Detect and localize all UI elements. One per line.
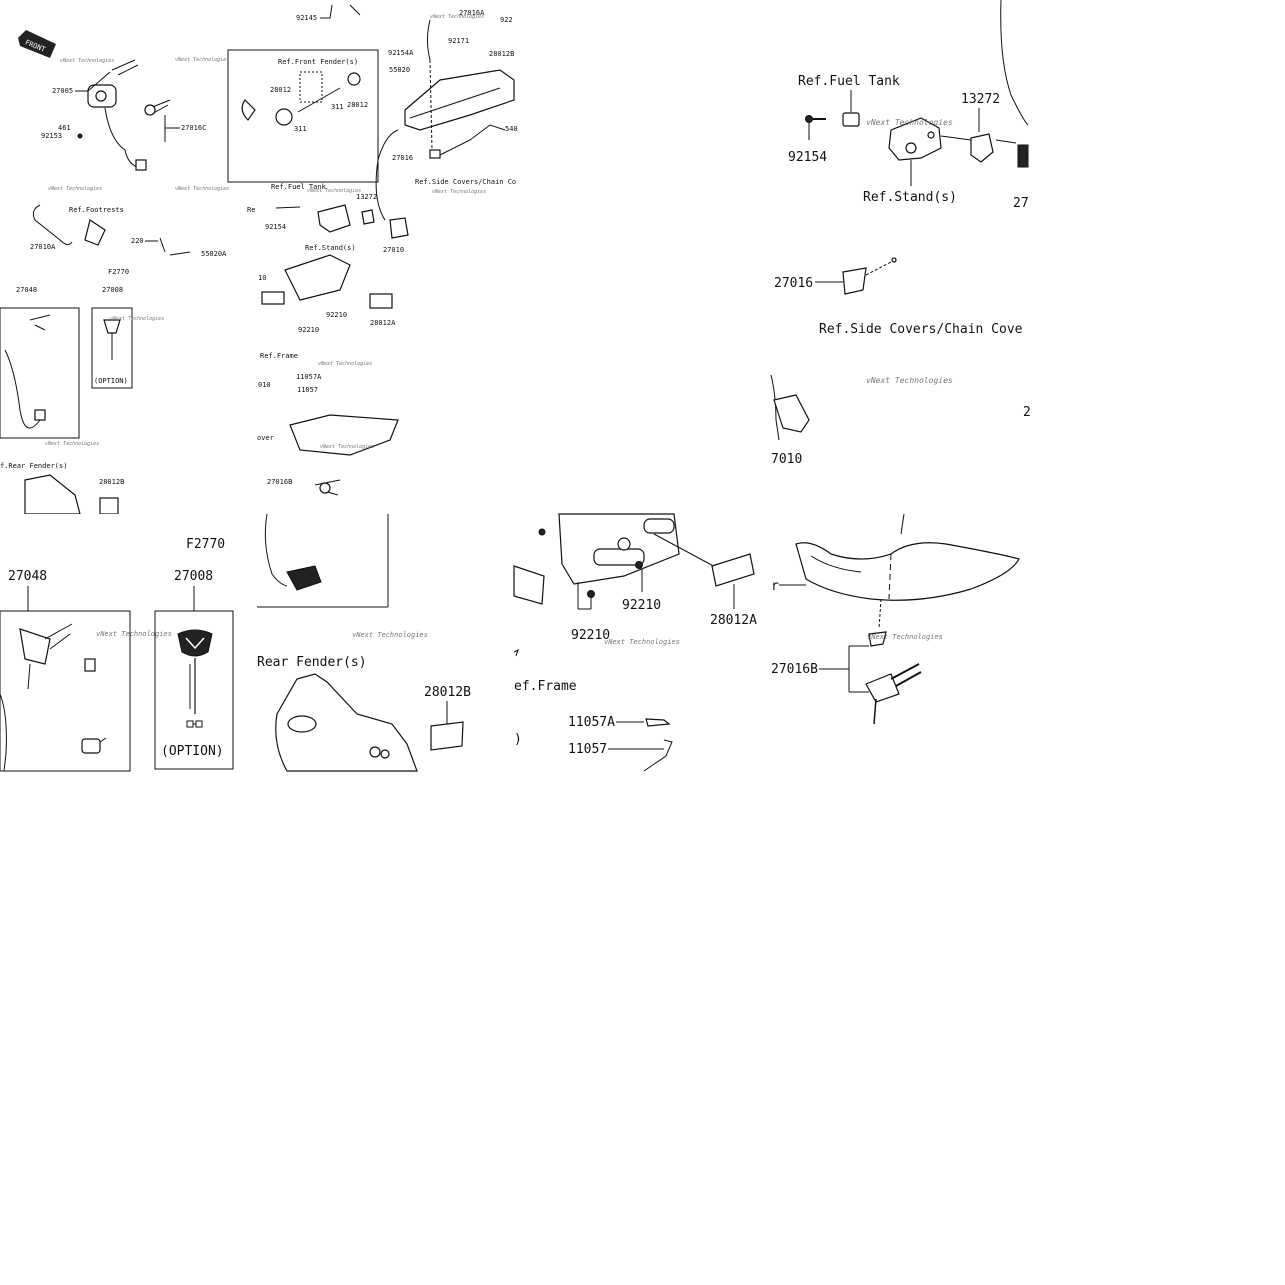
svg-text:vNext Technologies: vNext Technologies	[318, 361, 372, 367]
svg-text:13272: 13272	[356, 193, 377, 201]
svg-text:27016A: 27016A	[459, 9, 485, 17]
svg-text:Ref.Frame: Ref.Frame	[260, 352, 298, 360]
svg-text:11057A: 11057A	[296, 373, 322, 381]
svg-text:vNext Technologies: vNext Technologies	[60, 58, 114, 64]
svg-text:vNext Technologies: vNext Technologies	[110, 316, 164, 322]
svg-text:vNext Technologies: vNext Technologies	[352, 631, 428, 639]
ignition-switch-assembly	[87, 59, 171, 171]
svg-text:2: 2	[1023, 405, 1031, 420]
svg-text:92210: 92210	[298, 326, 319, 334]
stand-bracket	[888, 117, 942, 161]
svg-text:28012B: 28012B	[424, 685, 471, 700]
svg-text:27008: 27008	[102, 286, 123, 294]
svg-text:220: 220	[131, 237, 144, 245]
frame-zoom-tile: 92210 92210 28012A ef.Frame 11057A 11057…	[513, 513, 771, 772]
svg-text:27016B: 27016B	[267, 478, 292, 486]
svg-text:ef.Frame: ef.Frame	[514, 679, 577, 694]
svg-text:Ref.Front Fender(s): Ref.Front Fender(s)	[278, 58, 358, 66]
svg-text:Ref.Fuel Tank: Ref.Fuel Tank	[271, 183, 327, 191]
keys-zoom-tile: F2770 27048 27008 (OPTION) vNext Technol…	[0, 514, 257, 772]
svg-text:27010A: 27010A	[30, 243, 56, 251]
svg-text:11057: 11057	[568, 742, 607, 757]
rear-fender-zoom-tile: Rear Fender(s) 28012B vNext Technologies	[257, 513, 514, 772]
key-blank	[177, 629, 213, 728]
svg-text:311: 311	[294, 125, 307, 133]
overview-diagram-tile: FRONT 27005 461 92153 27016C Ref.Front F…	[0, 0, 518, 515]
rear-fender-panel	[275, 673, 418, 772]
svg-text:Ref.Fuel Tank: Ref.Fuel Tank	[798, 74, 900, 89]
svg-text:over: over	[257, 434, 274, 442]
svg-text:vNext Technologies: vNext Technologies	[867, 633, 943, 641]
svg-text:f.Rear Fender(s): f.Rear Fender(s)	[0, 462, 67, 470]
rear-seat-cover	[795, 542, 1020, 601]
svg-text:vNext Technologies: vNext Technologies	[430, 14, 484, 20]
svg-text:): )	[514, 732, 522, 747]
svg-text:Ref.Footrests: Ref.Footrests	[69, 206, 124, 214]
svg-text:461: 461	[58, 124, 71, 132]
svg-text:(OPTION): (OPTION)	[161, 744, 224, 759]
svg-text:27010: 27010	[383, 246, 404, 254]
svg-text:92210: 92210	[571, 628, 610, 643]
svg-text:92154: 92154	[788, 150, 827, 165]
svg-text:27008: 27008	[174, 569, 213, 584]
svg-text:7010: 7010	[771, 452, 802, 467]
svg-text:Rear Fender(s): Rear Fender(s)	[257, 655, 367, 670]
svg-text:27016C: 27016C	[181, 124, 206, 132]
svg-text:vNext Technologies: vNext Technologies	[866, 118, 953, 127]
svg-text:vNext Technologies: vNext Technologies	[175, 57, 229, 63]
svg-text:Ref.Stand(s): Ref.Stand(s)	[863, 190, 957, 205]
svg-text:Ref.Side Covers/Chain Cove: Ref.Side Covers/Chain Cove	[819, 322, 1023, 337]
svg-text:Re: Re	[247, 206, 255, 214]
svg-text:27016B: 27016B	[771, 662, 818, 677]
svg-text:92210: 92210	[622, 598, 661, 613]
svg-text:r: r	[771, 579, 779, 594]
svg-text:92154: 92154	[265, 223, 286, 231]
svg-text:540: 540	[505, 125, 518, 133]
svg-text:55020A: 55020A	[201, 250, 227, 258]
svg-text:27: 27	[1013, 196, 1029, 211]
svg-text:vNext Technologies: vNext Technologies	[866, 376, 953, 385]
svg-text:92210: 92210	[326, 311, 347, 319]
svg-text:27016: 27016	[392, 154, 413, 162]
svg-text:92145: 92145	[296, 14, 317, 22]
svg-text:vNext Technologies: vNext Technologies	[604, 638, 680, 646]
svg-text:311: 311	[331, 103, 344, 111]
svg-text:11057: 11057	[297, 386, 318, 394]
svg-text:vNext Technologies: vNext Technologies	[307, 188, 361, 194]
svg-text:010: 010	[258, 381, 271, 389]
svg-text:(OPTION): (OPTION)	[94, 377, 128, 385]
svg-text:92153: 92153	[41, 132, 62, 140]
svg-text:Ref.Stand(s): Ref.Stand(s)	[305, 244, 356, 252]
svg-text:F2770: F2770	[108, 268, 129, 276]
svg-text:10: 10	[258, 274, 266, 282]
svg-text:28012B: 28012B	[489, 50, 514, 58]
svg-text:27016: 27016	[774, 276, 813, 291]
svg-text:vNext Technologies: vNext Technologies	[320, 444, 374, 450]
svg-text:27005: 27005	[52, 87, 73, 95]
svg-text:92171: 92171	[448, 37, 469, 45]
rear-cover-zoom-tile: r 27016B vNext Technologies	[771, 513, 1028, 771]
svg-text:Ref.Side Covers/Chain Co: Ref.Side Covers/Chain Co	[415, 178, 516, 186]
svg-text:vNext Technologies: vNext Technologies	[48, 186, 102, 192]
svg-text:27048: 27048	[16, 286, 37, 294]
svg-text:55020: 55020	[389, 66, 410, 74]
svg-text:28012: 28012	[270, 86, 291, 94]
front-arrow-badge: FRONT	[18, 30, 56, 58]
svg-text:vNext Technologies: vNext Technologies	[45, 441, 99, 447]
svg-text:13272: 13272	[961, 92, 1000, 107]
svg-text:F2770: F2770	[186, 537, 225, 552]
svg-text:922: 922	[500, 16, 513, 24]
fuel-tank-zoom-tile: Ref.Fuel Tank 92154 Ref.Stand(s) 13272 2…	[770, 0, 1031, 514]
svg-text:28012: 28012	[347, 101, 368, 109]
svg-text:vNext Technologies: vNext Technologies	[432, 189, 486, 195]
svg-text:vNext Technologies: vNext Technologies	[96, 630, 172, 638]
svg-text:27048: 27048	[8, 569, 47, 584]
ignition-lock-set	[865, 663, 922, 725]
svg-text:28012B: 28012B	[99, 478, 124, 486]
svg-text:vNext Technologies: vNext Technologies	[175, 186, 229, 192]
svg-text:92154A: 92154A	[388, 49, 414, 57]
svg-text:11057A: 11057A	[568, 715, 615, 730]
svg-text:28012A: 28012A	[710, 613, 757, 628]
svg-text:28012A: 28012A	[370, 319, 396, 327]
